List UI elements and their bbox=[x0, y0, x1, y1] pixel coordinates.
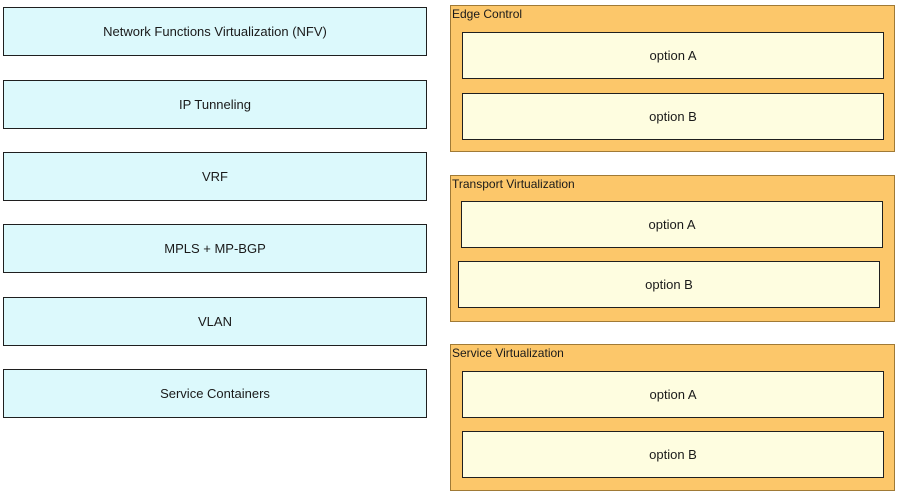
drop-slot-edge-control-b[interactable]: option B bbox=[462, 93, 884, 140]
group-transport-virtualization: Transport Virtualization option A option… bbox=[450, 175, 895, 322]
source-item-mpls-mp-bgp[interactable]: MPLS + MP-BGP bbox=[3, 224, 427, 273]
drop-slot-edge-control-a[interactable]: option A bbox=[462, 32, 884, 79]
drop-slot-transport-virtualization-b[interactable]: option B bbox=[458, 261, 880, 308]
group-title: Edge Control bbox=[452, 7, 523, 21]
source-item-ip-tunneling[interactable]: IP Tunneling bbox=[3, 80, 427, 129]
source-item-vlan[interactable]: VLAN bbox=[3, 297, 427, 346]
source-item-vrf[interactable]: VRF bbox=[3, 152, 427, 201]
group-title: Service Virtualization bbox=[452, 346, 564, 360]
drop-slot-service-virtualization-a[interactable]: option A bbox=[462, 371, 884, 418]
group-service-virtualization: Service Virtualization option A option B bbox=[450, 344, 895, 491]
drop-slot-service-virtualization-b[interactable]: option B bbox=[462, 431, 884, 478]
drop-slot-transport-virtualization-a[interactable]: option A bbox=[461, 201, 883, 248]
group-edge-control: Edge Control option A option B bbox=[450, 5, 895, 152]
source-item-nfv[interactable]: Network Functions Virtualization (NFV) bbox=[3, 7, 427, 56]
source-item-service-containers[interactable]: Service Containers bbox=[3, 369, 427, 418]
group-title: Transport Virtualization bbox=[452, 177, 575, 191]
